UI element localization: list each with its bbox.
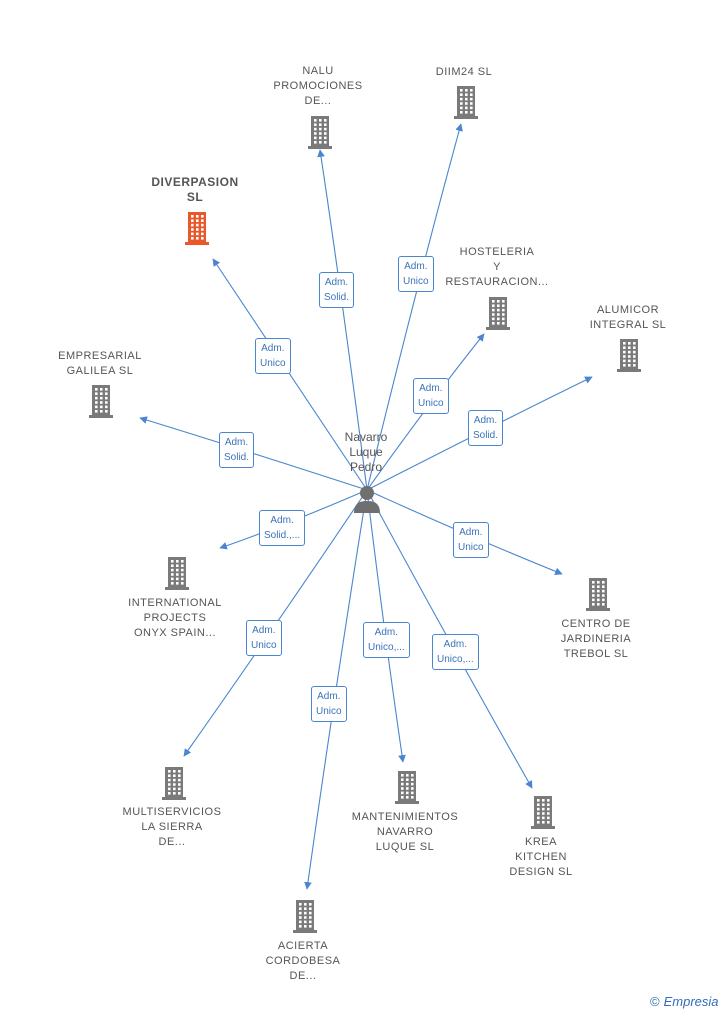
brand-logo[interactable]: Empresia	[663, 994, 719, 1009]
edge-label-centro[interactable]: Adm. Unico	[453, 522, 489, 558]
edge-label-krea[interactable]: Adm. Unico,...	[432, 634, 479, 670]
company-label-hosteleria[interactable]: HOSTELERIA Y RESTAURACION...	[445, 246, 549, 288]
building-icon-empresarial[interactable]	[87, 382, 115, 418]
edge-label-diverpasion[interactable]: Adm. Unico	[255, 338, 291, 374]
edge-label-hosteleria[interactable]: Adm. Unico	[413, 378, 449, 414]
building-icon-diim24[interactable]	[452, 83, 480, 119]
edge-label-nalu[interactable]: Adm. Solid.	[319, 272, 355, 308]
person-icon[interactable]	[352, 484, 382, 514]
company-label-multiservicios[interactable]: MULTISERVICIOS LA SIERRA DE...	[122, 806, 222, 848]
building-icon-acierta[interactable]	[291, 897, 319, 933]
building-icon-nalu[interactable]	[306, 113, 334, 149]
building-icon-hosteleria[interactable]	[484, 294, 512, 330]
edge-label-mantenimientos[interactable]: Adm. Unico,...	[363, 622, 410, 658]
company-label-centro[interactable]: CENTRO DE JARDINERIA TREBOL SL	[560, 618, 632, 660]
company-label-acierta[interactable]: ACIERTA CORDOBESA DE...	[265, 940, 341, 982]
building-icon-multiservicios[interactable]	[160, 764, 188, 800]
company-label-diverpasion[interactable]: DIVERPASION SL	[151, 175, 239, 204]
edge-label-multiservicios[interactable]: Adm. Unico	[246, 620, 282, 656]
building-icon-international[interactable]	[163, 554, 191, 590]
company-label-mantenimientos[interactable]: MANTENIMIENTOS NAVARRO LUQUE SL	[351, 811, 459, 853]
building-icon-centro[interactable]	[584, 575, 612, 611]
building-icon-krea[interactable]	[529, 793, 557, 829]
copyright-icon: ©	[650, 994, 660, 1009]
footer-brand: ©Empresia	[650, 994, 719, 1009]
building-icon-diverpasion[interactable]	[183, 209, 211, 245]
edge-label-international[interactable]: Adm. Solid.,...	[259, 510, 306, 546]
edge-label-empresarial[interactable]: Adm. Solid.	[219, 432, 255, 468]
company-label-diim24[interactable]: DIIM24 SL	[435, 66, 493, 78]
edge-label-acierta[interactable]: Adm. Unico	[311, 686, 347, 722]
center-person-label: Navarro Luque Pedro	[344, 430, 388, 474]
company-label-nalu[interactable]: NALU PROMOCIONES DE...	[273, 65, 363, 107]
company-label-international[interactable]: INTERNATIONAL PROJECTS ONYX SPAIN...	[128, 597, 222, 639]
building-icon-mantenimientos[interactable]	[393, 768, 421, 804]
edge-label-diim24[interactable]: Adm. Unico	[398, 256, 434, 292]
company-label-alumicor[interactable]: ALUMICOR INTEGRAL SL	[589, 304, 667, 331]
building-icon-alumicor[interactable]	[615, 336, 643, 372]
company-label-krea[interactable]: KREA KITCHEN DESIGN SL	[509, 836, 573, 878]
company-label-empresarial[interactable]: EMPRESARIAL GALILEA SL	[58, 350, 142, 377]
edge-label-alumicor[interactable]: Adm. Solid.	[468, 410, 504, 446]
